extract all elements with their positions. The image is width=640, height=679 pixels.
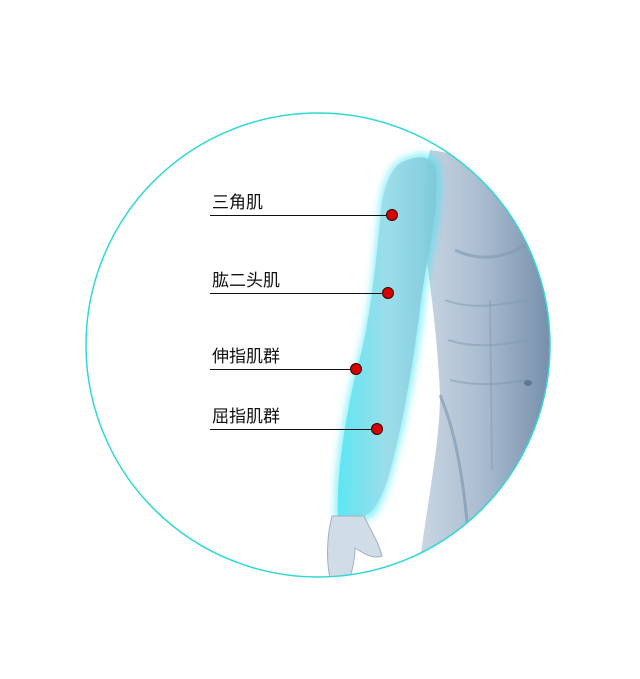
label-biceps: 肱二头肌 <box>212 271 280 291</box>
marker-flexors <box>371 423 383 435</box>
leader-line-biceps <box>210 293 388 294</box>
label-deltoid: 三角肌 <box>212 193 263 213</box>
label-flexors: 屈指肌群 <box>212 407 280 427</box>
marker-extensors <box>350 363 362 375</box>
leader-line-extensors <box>210 369 356 370</box>
leader-line-flexors <box>210 429 377 430</box>
torso-figure <box>327 150 550 577</box>
leader-line-deltoid <box>210 215 392 216</box>
frame-circle <box>85 112 551 578</box>
marker-deltoid <box>386 209 398 221</box>
marker-biceps <box>382 287 394 299</box>
label-extensors: 伸指肌群 <box>212 347 280 367</box>
